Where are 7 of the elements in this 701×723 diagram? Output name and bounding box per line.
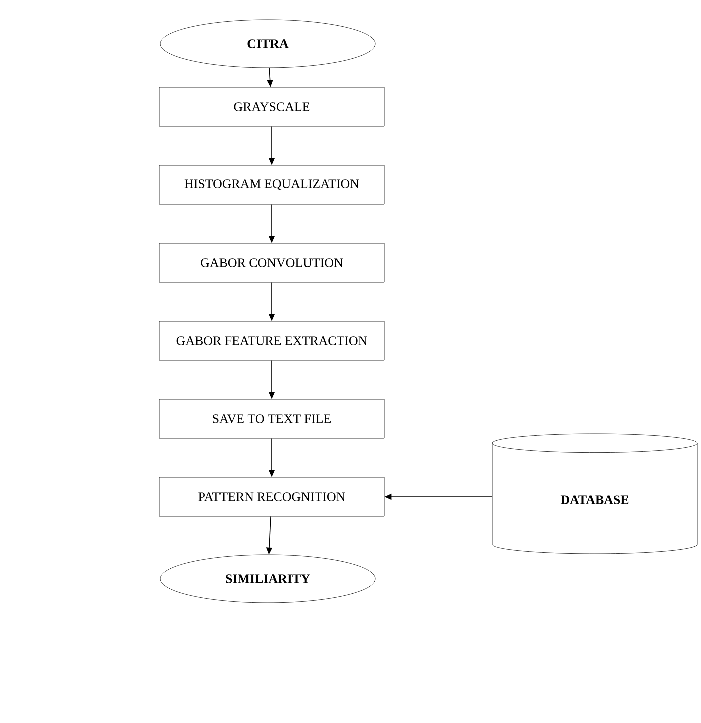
- database-cylinder: DATABASE: [492, 434, 698, 554]
- process-box: HISTOGRAM EQUALIZATION: [159, 165, 385, 205]
- process-box: GRAYSCALE: [159, 87, 385, 127]
- process-box: SAVE TO TEXT FILE: [159, 399, 385, 439]
- process-box: PATTERN RECOGNITION: [159, 477, 385, 517]
- process-box: GABOR CONVOLUTION: [159, 243, 385, 283]
- process-box: GABOR FEATURE EXTRACTION: [159, 321, 385, 361]
